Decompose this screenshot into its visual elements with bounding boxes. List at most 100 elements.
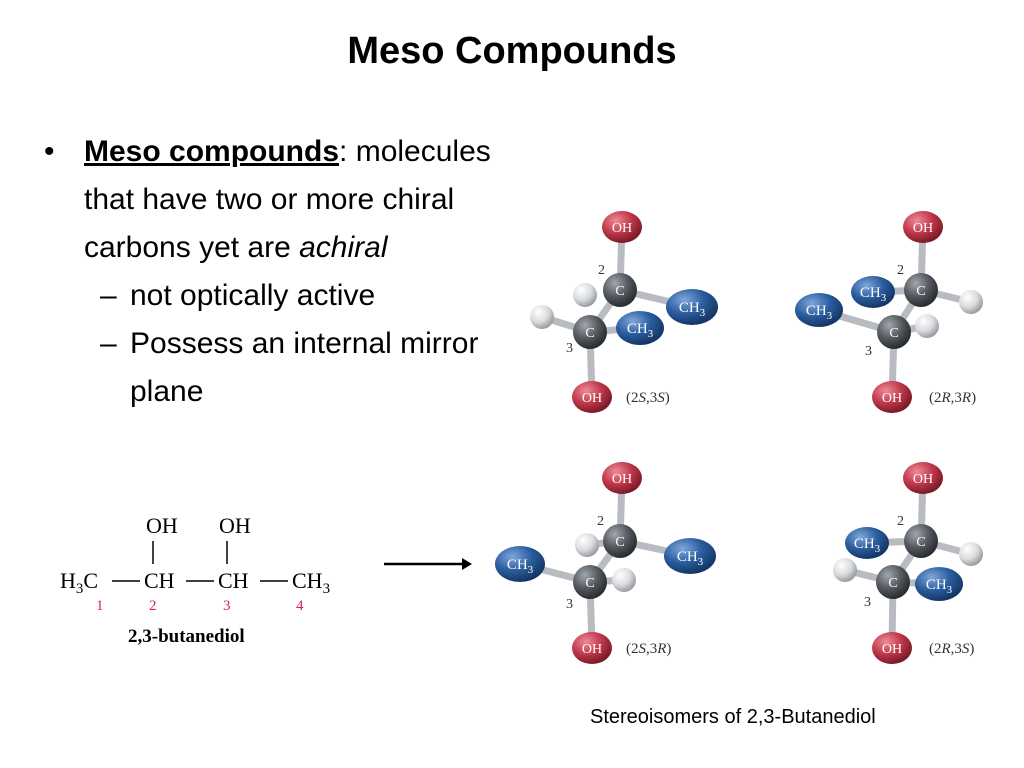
methyl-label: CH3 bbox=[860, 285, 887, 304]
sub-bullet-text: not optically active bbox=[130, 279, 376, 312]
configuration-label: (2R,3R) bbox=[929, 390, 976, 406]
formula-h3c: H3C bbox=[60, 568, 98, 597]
slide-title: Meso Compounds bbox=[347, 30, 677, 72]
bullet-italic-word: achiral bbox=[299, 231, 388, 264]
methyl-group bbox=[795, 293, 843, 327]
carbon-label: C bbox=[615, 284, 624, 299]
methyl-label: CH3 bbox=[806, 303, 833, 322]
hydrogen-atom bbox=[959, 542, 983, 566]
hydroxyl-group bbox=[903, 462, 943, 494]
methyl-group bbox=[664, 538, 716, 574]
molecule-2s3r: C CH3 CH3 C OH OH 2 3 (2S,3R) bbox=[495, 462, 716, 664]
carbon-atom bbox=[877, 315, 911, 349]
sub-bullet-dash-icon: – bbox=[100, 279, 117, 312]
carbon-label: C bbox=[585, 326, 594, 341]
hydroxyl-label: OH bbox=[913, 472, 933, 487]
formula-oh-2: OH bbox=[219, 513, 251, 538]
methyl-group bbox=[845, 527, 889, 559]
hydroxyl-label: OH bbox=[882, 391, 902, 406]
carbon-label: C bbox=[916, 535, 925, 550]
configuration-label: (2R,3S) bbox=[929, 641, 974, 657]
hydroxyl-label: OH bbox=[582, 642, 602, 657]
sub-bullet-item: – not optically active bbox=[44, 272, 514, 320]
hydrogen-atom bbox=[915, 314, 939, 338]
carbon-number-3: 3 bbox=[566, 341, 573, 356]
arrow-icon bbox=[384, 558, 472, 570]
hydrogen-atom bbox=[573, 283, 597, 307]
carbon-number-2: 2 bbox=[897, 263, 904, 278]
configuration-label: (2S,3R) bbox=[626, 641, 671, 657]
carbon-label: C bbox=[916, 284, 925, 299]
methyl-group bbox=[495, 546, 545, 582]
hydroxyl-label: OH bbox=[913, 221, 933, 236]
formula-number-4: 4 bbox=[296, 598, 304, 614]
carbon-atom bbox=[904, 524, 938, 558]
methyl-label: CH3 bbox=[677, 549, 704, 568]
hydrogen-atom bbox=[612, 568, 636, 592]
structural-formula: OH OH H3C CH CH CH3 1 2 3 4 2,3-butanedi… bbox=[60, 513, 330, 647]
carbon-label: C bbox=[889, 326, 898, 341]
formula-name: 2,3-butanediol bbox=[128, 626, 245, 647]
methyl-group bbox=[666, 289, 718, 325]
carbon-label: C bbox=[585, 576, 594, 591]
bullet-list: • Meso compounds: molecules that have tw… bbox=[44, 128, 514, 416]
hydroxyl-label: OH bbox=[882, 642, 902, 657]
carbon-atom bbox=[904, 273, 938, 307]
methyl-group bbox=[851, 276, 895, 308]
configuration-label: (2S,3S) bbox=[626, 390, 670, 406]
formula-number-3: 3 bbox=[223, 598, 231, 614]
bullet-colon: : bbox=[339, 135, 348, 168]
hydroxyl-group bbox=[602, 462, 642, 494]
methyl-label: CH3 bbox=[679, 300, 706, 319]
carbon-number-3: 3 bbox=[865, 344, 872, 359]
hydroxyl-group bbox=[572, 632, 612, 664]
sub-bullet-dash-icon: – bbox=[100, 327, 117, 360]
hydrogen-atom bbox=[959, 290, 983, 314]
bullet-item: • Meso compounds: molecules that have tw… bbox=[44, 128, 514, 272]
methyl-label: CH3 bbox=[627, 321, 654, 340]
formula-ch-1: CH bbox=[144, 568, 175, 593]
carbon-atom bbox=[603, 273, 637, 307]
hydroxyl-group bbox=[872, 381, 912, 413]
figure-caption: Stereoisomers of 2,3-Butanediol bbox=[590, 706, 876, 728]
carbon-number-3: 3 bbox=[864, 595, 871, 610]
hydroxyl-group bbox=[872, 632, 912, 664]
hydroxyl-group bbox=[602, 211, 642, 243]
carbon-number-2: 2 bbox=[597, 514, 604, 529]
carbon-atom bbox=[573, 565, 607, 599]
methyl-group bbox=[616, 311, 664, 345]
carbon-number-3: 3 bbox=[566, 597, 573, 612]
hydroxyl-label: OH bbox=[612, 221, 632, 236]
bullet-term: Meso compounds bbox=[84, 135, 340, 168]
methyl-label: CH3 bbox=[854, 536, 881, 555]
formula-number-2: 2 bbox=[149, 598, 157, 614]
sub-bullet-item: – Possess an internal mirror plane bbox=[44, 320, 514, 416]
carbon-label: C bbox=[615, 535, 624, 550]
molecule-2r3r: CH3 CH3 C C OH OH 2 3 (2R,3R) bbox=[795, 211, 983, 413]
carbon-atom bbox=[876, 565, 910, 599]
bullet-dot-icon: • bbox=[44, 135, 55, 168]
molecule-2s3s: C CH3 C CH3 OH OH 2 3 (2S,3S) bbox=[530, 211, 718, 413]
hydroxyl-label: OH bbox=[612, 472, 632, 487]
bullet-text: molecules that have two or more chiral c… bbox=[84, 135, 491, 264]
hydrogen-atom bbox=[833, 558, 857, 582]
carbon-atom bbox=[603, 524, 637, 558]
molecule-2r3s: CH3 C C CH3 OH OH 2 3 (2R,3S) bbox=[833, 462, 983, 664]
methyl-label: CH3 bbox=[507, 557, 534, 576]
formula-ch-2: CH bbox=[218, 568, 249, 593]
carbon-number-2: 2 bbox=[598, 263, 605, 278]
methyl-label: CH3 bbox=[926, 577, 953, 596]
formula-number-1: 1 bbox=[96, 598, 104, 614]
sub-bullet-text: Possess an internal mirror plane bbox=[130, 327, 479, 408]
hydrogen-atom bbox=[530, 305, 554, 329]
hydrogen-atom bbox=[575, 533, 599, 557]
hydroxyl-group bbox=[572, 381, 612, 413]
carbon-atom bbox=[573, 315, 607, 349]
methyl-group bbox=[915, 567, 963, 601]
formula-ch3: CH3 bbox=[292, 568, 330, 597]
carbon-number-2: 2 bbox=[897, 514, 904, 529]
hydroxyl-group bbox=[903, 211, 943, 243]
formula-oh-1: OH bbox=[146, 513, 178, 538]
carbon-label: C bbox=[888, 576, 897, 591]
hydroxyl-label: OH bbox=[582, 391, 602, 406]
